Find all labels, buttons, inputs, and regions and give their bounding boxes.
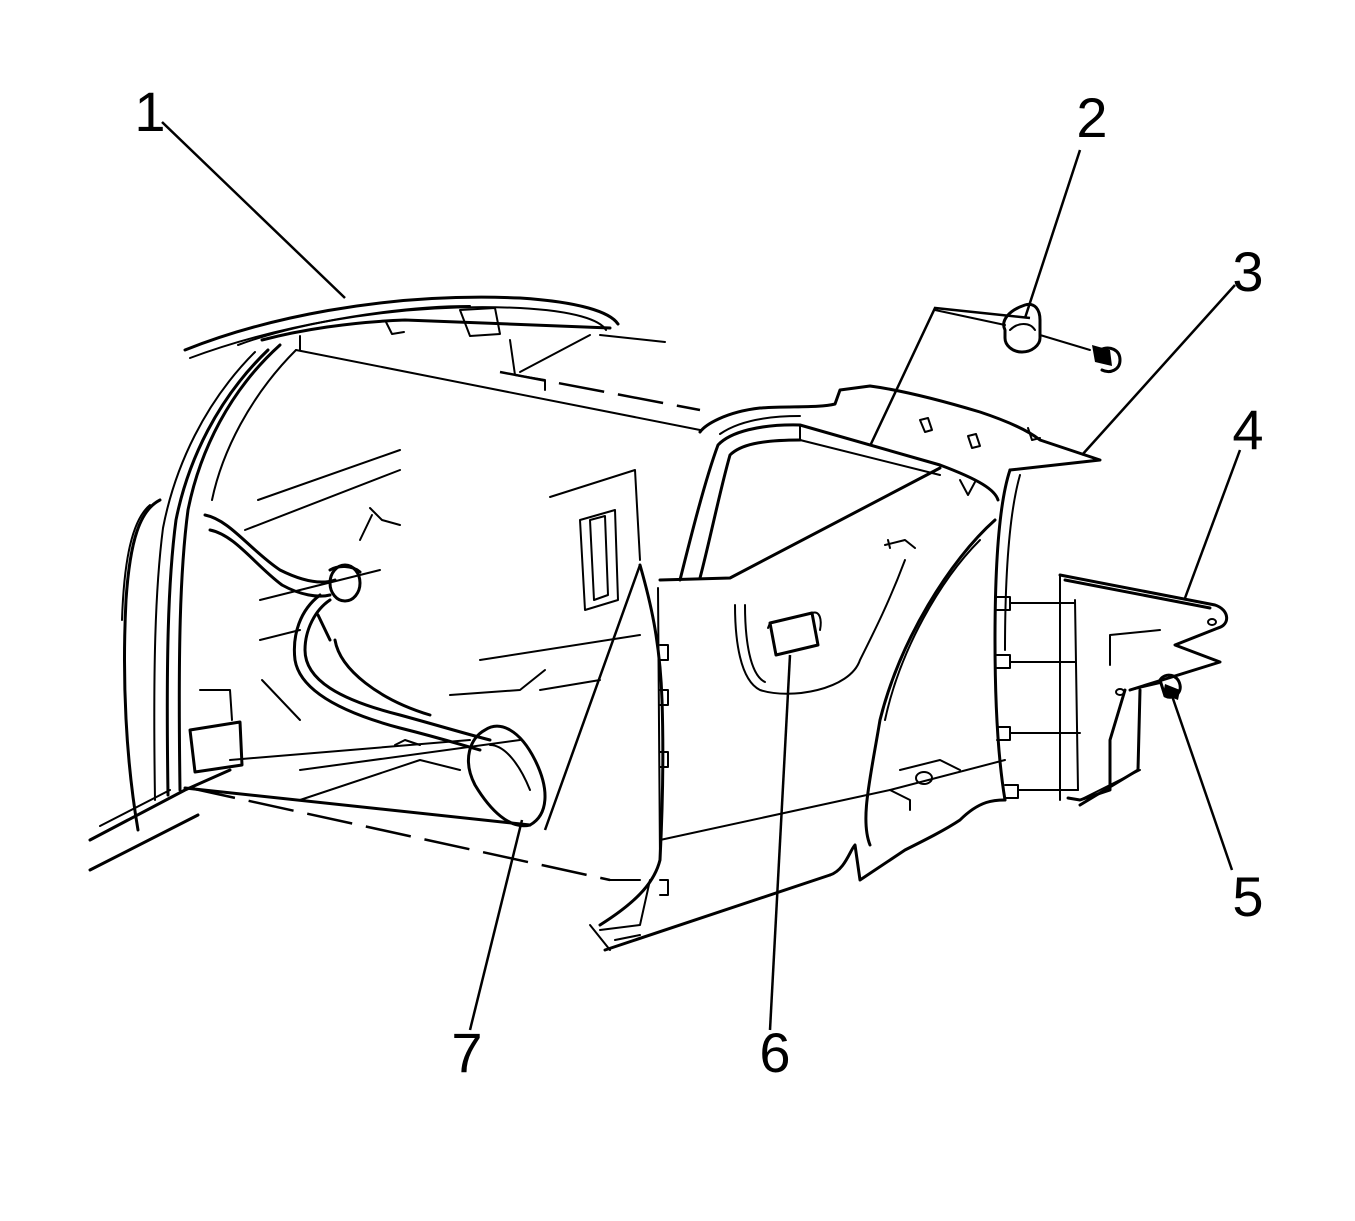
- leader-lines: [161, 121, 1242, 1031]
- callout-6: 6: [759, 1021, 791, 1084]
- callout-2: 2: [1076, 86, 1108, 149]
- body-shell: [88, 295, 620, 872]
- callout-4: 4: [1232, 398, 1264, 461]
- callout-1: 1: [134, 80, 166, 143]
- screw-2: [1092, 345, 1122, 374]
- closeout-panel: [1009, 573, 1229, 807]
- quarter-trim-panel: [589, 384, 1102, 952]
- callout-3: 3: [1232, 240, 1264, 303]
- interior-frame: [189, 334, 701, 882]
- callout-7: 7: [451, 1021, 483, 1084]
- seat-belt-assembly: [203, 513, 547, 828]
- retainer-bracket: [934, 302, 1091, 354]
- belt-guide: [767, 611, 822, 657]
- callout-5: 5: [1232, 865, 1264, 928]
